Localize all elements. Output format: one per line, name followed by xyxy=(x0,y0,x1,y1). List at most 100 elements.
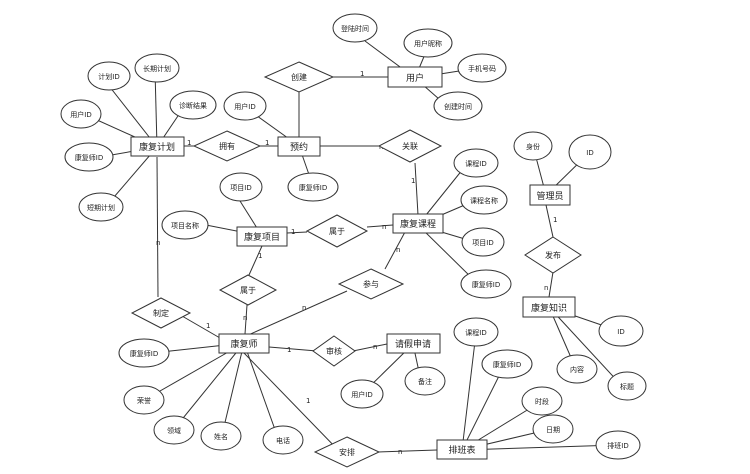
entity-user[interactable]: 用户 xyxy=(387,66,443,88)
relation-participate[interactable]: 参与 xyxy=(337,268,405,300)
attr-title-label: 标题 xyxy=(620,382,634,391)
attr-remark-label: 备注 xyxy=(418,377,432,386)
entity-leave-request[interactable]: 请假申请 xyxy=(386,333,441,354)
relation-publish[interactable]: 发布 xyxy=(524,236,582,274)
attr-honor-label: 荣誉 xyxy=(137,396,151,405)
attr-sched-course-id-label: 课程ID xyxy=(465,328,486,337)
attr-identity-label: 身份 xyxy=(526,142,540,151)
attr-sched-therapist-id[interactable]: 康复师ID xyxy=(481,349,533,379)
attr-identity[interactable]: 身份 xyxy=(513,131,553,161)
attr-long-plan[interactable]: 长期计划 xyxy=(134,53,180,83)
attr-appt-user-id-label: 用户ID xyxy=(234,102,255,111)
entity-rehab-therapist[interactable]: 康复师 xyxy=(218,333,270,354)
attr-leave-user-id-label: 用户ID xyxy=(351,390,372,399)
entity-rehab-knowledge[interactable]: 康复知识 xyxy=(522,296,576,318)
card-participate-therapist: n xyxy=(302,304,306,312)
attr-therapist-therapist-id[interactable]: 康复师ID xyxy=(118,338,170,368)
relation-belongs-top[interactable]: 属于 xyxy=(305,214,369,248)
attr-project-name-label: 项目名称 xyxy=(171,221,199,230)
attr-plan-id-label: 计划ID xyxy=(98,72,119,81)
relation-formulate[interactable]: 制定 xyxy=(130,297,192,329)
attr-course-name-label: 课程名称 xyxy=(470,196,498,205)
entity-rehab-plan[interactable]: 康复计划 xyxy=(130,136,185,157)
attr-nickname-label: 用户昵称 xyxy=(414,39,442,48)
entity-schedule[interactable]: 排班表 xyxy=(436,439,488,460)
attr-short-plan-label: 短期计划 xyxy=(87,203,115,212)
card-admin-publish: 1 xyxy=(553,216,557,224)
attr-admin-id[interactable]: ID xyxy=(568,134,612,170)
attr-course-therapist-id[interactable]: 康复师ID xyxy=(460,269,512,299)
attr-short-plan[interactable]: 短期计划 xyxy=(78,192,124,222)
attr-phone-no-label: 手机号码 xyxy=(468,64,496,73)
attr-title[interactable]: 标题 xyxy=(607,371,647,401)
attr-content[interactable]: 内容 xyxy=(556,354,598,384)
relation-approve-label: 审核 xyxy=(326,346,342,356)
attr-sched-id[interactable]: 排班ID xyxy=(595,430,641,460)
card-plan-formulate: n xyxy=(156,239,160,247)
attr-sched-course-id[interactable]: 课程ID xyxy=(453,317,499,347)
attr-date[interactable]: 日期 xyxy=(532,414,574,444)
attr-create-time[interactable]: 创建时间 xyxy=(433,91,483,121)
attr-appt-therapist-id[interactable]: 康复师ID xyxy=(287,172,339,202)
relation-has[interactable]: 拥有 xyxy=(192,130,262,162)
attr-plan-user-id[interactable]: 用户ID xyxy=(60,99,102,129)
relation-arrange[interactable]: 安排 xyxy=(313,436,381,468)
entity-rehab-course[interactable]: 康复课程 xyxy=(392,213,444,234)
attr-project-id[interactable]: 项目ID xyxy=(219,172,263,202)
attr-field-label: 领域 xyxy=(167,426,181,435)
attr-phone-label: 电话 xyxy=(276,436,290,445)
attr-login-time[interactable]: 登陆时间 xyxy=(332,13,378,43)
attr-course-id-label: 课程ID xyxy=(465,159,486,168)
attr-remark[interactable]: 备注 xyxy=(404,366,446,396)
attr-nickname[interactable]: 用户昵称 xyxy=(403,28,453,58)
relation-create[interactable]: 创建 xyxy=(263,61,335,93)
attr-project-name[interactable]: 项目名称 xyxy=(161,210,209,240)
entity-rehab-knowledge-label: 康复知识 xyxy=(531,302,567,314)
attr-phone[interactable]: 电话 xyxy=(262,425,304,455)
attr-period[interactable]: 时段 xyxy=(521,386,563,416)
relation-arrange-label: 安排 xyxy=(339,447,355,457)
entity-leave-request-label: 请假申请 xyxy=(395,338,431,350)
relation-create-label: 创建 xyxy=(291,72,307,82)
attr-course-id[interactable]: 课程ID xyxy=(453,148,499,178)
card-plan-has: 1 xyxy=(187,139,191,147)
entity-rehab-project[interactable]: 康复项目 xyxy=(236,226,288,247)
relation-associate[interactable]: 关联 xyxy=(377,129,443,163)
card-therapist-approve: 1 xyxy=(287,346,291,354)
relation-associate-label: 关联 xyxy=(402,141,418,151)
card-project-belong: 1 xyxy=(291,228,295,236)
attr-knowledge-id-label: ID xyxy=(617,328,624,336)
attr-course-project-id[interactable]: 项目ID xyxy=(461,227,505,257)
attr-plan-therapist-id[interactable]: 康复师ID xyxy=(64,142,114,172)
entity-admin[interactable]: 管理员 xyxy=(529,184,571,206)
attr-course-project-id-label: 项目ID xyxy=(472,239,493,247)
attr-sched-id-label: 排班ID xyxy=(607,441,628,450)
attr-phone-no[interactable]: 手机号码 xyxy=(457,53,507,83)
attr-plan-id[interactable]: 计划ID xyxy=(87,61,131,91)
attr-honor[interactable]: 荣誉 xyxy=(123,385,165,415)
entity-rehab-project-label: 康复项目 xyxy=(244,231,280,243)
card-approve-leave: n xyxy=(373,343,377,351)
attr-plan-user-id-label: 用户ID xyxy=(70,110,91,119)
attr-field[interactable]: 领域 xyxy=(153,415,195,445)
attr-name[interactable]: 姓名 xyxy=(200,421,242,451)
relation-belongs-top-label: 属于 xyxy=(329,227,345,236)
attr-therapist-therapist-id-label: 康复师ID xyxy=(130,349,158,358)
relation-approve[interactable]: 审核 xyxy=(312,335,356,367)
entity-appointment[interactable]: 预约 xyxy=(277,136,321,157)
attr-diagnosis-label: 诊断结果 xyxy=(179,101,207,110)
card-therapist-arrange: 1 xyxy=(306,397,310,405)
relation-has-label: 拥有 xyxy=(219,141,235,151)
relation-participate-label: 参与 xyxy=(363,279,379,289)
attr-course-name[interactable]: 课程名称 xyxy=(460,185,508,215)
attr-leave-user-id[interactable]: 用户ID xyxy=(340,379,384,409)
card-has-appt: 1 xyxy=(265,139,269,147)
relation-belongs-bottom[interactable]: 属于 xyxy=(218,274,278,306)
attr-name-label: 姓名 xyxy=(214,432,228,441)
attr-appt-user-id[interactable]: 用户ID xyxy=(223,91,267,121)
card-course-participate: n xyxy=(396,246,400,254)
attr-knowledge-id[interactable]: ID xyxy=(598,315,644,347)
entity-rehab-therapist-label: 康复师 xyxy=(230,338,257,350)
attr-diagnosis[interactable]: 诊断结果 xyxy=(169,90,217,120)
